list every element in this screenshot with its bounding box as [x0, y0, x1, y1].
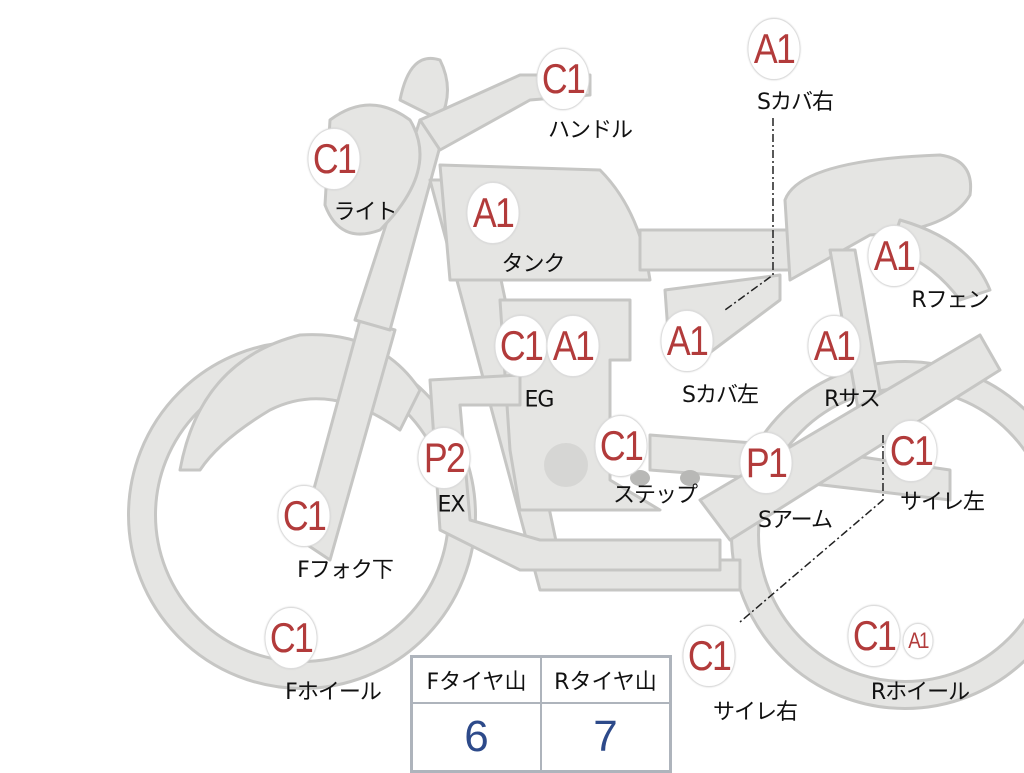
- step-label: ステップ: [612, 483, 698, 508]
- front-wheel-grade-badge: C1: [264, 607, 318, 669]
- handle-grade-badge: C1: [536, 48, 590, 110]
- engine-label: EG: [524, 387, 555, 413]
- handle-label: ハンドル: [547, 118, 633, 143]
- tyre-tread-table: Fタイヤ山 Rタイヤ山 6 7: [410, 655, 672, 773]
- silencer-right-grade-badge: C1: [682, 625, 736, 687]
- exhaust-label: EX: [437, 492, 466, 518]
- tank-label: タンク: [501, 252, 565, 277]
- s-cover-right-label: Sカバ右: [757, 90, 834, 115]
- rear-wheel-grade-badge: C1: [847, 605, 901, 667]
- silencer-right-label: サイレ右: [712, 700, 798, 725]
- front-fork-lower-label: Fフォク下: [297, 558, 394, 583]
- rear-wheel-label: Rホイール: [870, 680, 970, 705]
- light-grade-badge: C1: [307, 128, 361, 190]
- exhaust-grade-badge: P2: [417, 427, 471, 489]
- s-cover-right-grade-badge: A1: [747, 18, 801, 80]
- front-tyre-header: Fタイヤ山: [410, 655, 542, 704]
- light-label: ライト: [333, 200, 397, 225]
- engine-grade-badge-2: A1: [546, 315, 600, 377]
- engine-grade-badge: C1: [494, 315, 548, 377]
- front-tyre-value: 6: [410, 702, 542, 773]
- rear-suspension-label: Rサス: [824, 387, 881, 412]
- tank-grade-badge: A1: [466, 182, 520, 244]
- swing-arm-label: Sアーム: [758, 508, 833, 533]
- leader-lines: [724, 118, 884, 623]
- rear-suspension-grade-badge: A1: [807, 315, 861, 377]
- rear-fender-grade-badge: A1: [867, 225, 921, 287]
- s-cover-left-grade-badge: A1: [660, 310, 714, 372]
- step-grade-badge: C1: [594, 415, 648, 477]
- silencer-left-label: サイレ左: [899, 490, 985, 515]
- rear-tyre-value: 7: [540, 702, 672, 773]
- swing-arm-grade-badge: P1: [739, 432, 793, 494]
- s-cover-left-label: Sカバ左: [682, 383, 759, 408]
- rear-wheel-grade-badge-2: A1: [902, 623, 934, 659]
- front-fork-lower-grade-badge: C1: [277, 485, 331, 547]
- rear-tyre-header: Rタイヤ山: [540, 655, 672, 704]
- silencer-left-grade-badge: C1: [884, 420, 938, 482]
- rear-fender-label: Rフェン: [911, 288, 989, 313]
- front-wheel-label: Fホイール: [285, 680, 382, 705]
